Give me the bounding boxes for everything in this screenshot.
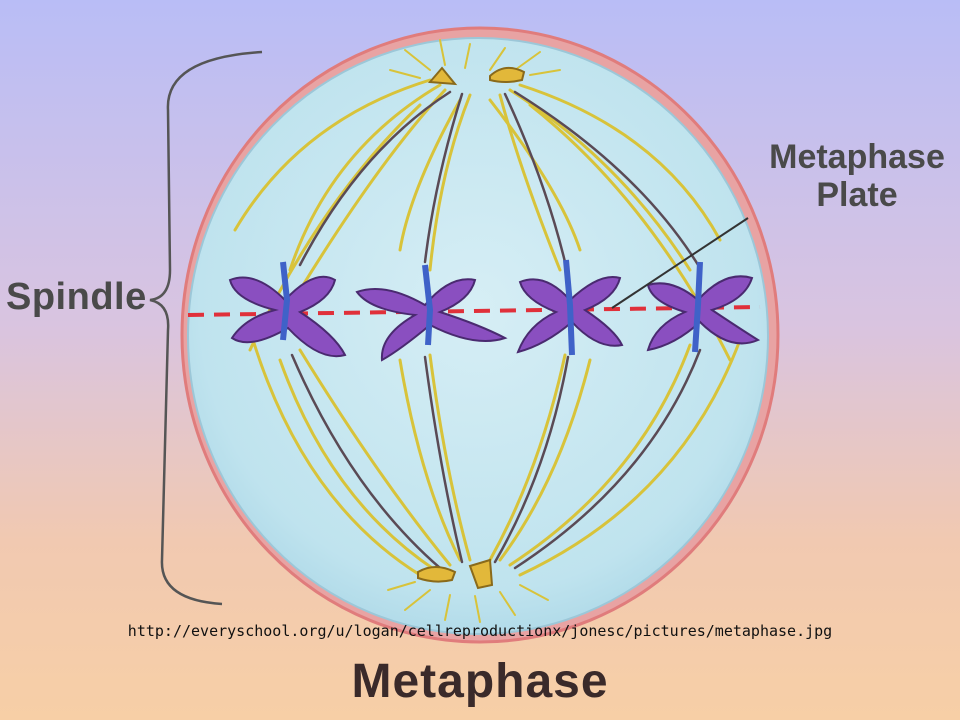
centriole-top	[427, 66, 526, 86]
chromosome-2	[355, 264, 508, 362]
chromosome-4	[646, 261, 761, 353]
spindle-label: Spindle	[6, 276, 147, 318]
metaphase-plate-pointer	[611, 217, 749, 309]
spindle-fibers	[233, 39, 742, 623]
metaphase-plate-label: Metaphase Plate	[752, 138, 960, 214]
centriole-bottom	[417, 558, 494, 590]
metaphase-plate-line	[187, 305, 761, 317]
source-url: http://everyschool.org/u/logan/cellrepro…	[127, 622, 833, 640]
slide-title: Metaphase	[351, 655, 609, 708]
chromosome-1	[228, 261, 347, 358]
metaphase-plate-label-line2: Plate	[816, 176, 898, 214]
chromosome-3	[516, 259, 624, 356]
spindle-bracket	[149, 50, 263, 606]
metaphase-plate-label-line1: Metaphase	[769, 138, 945, 176]
